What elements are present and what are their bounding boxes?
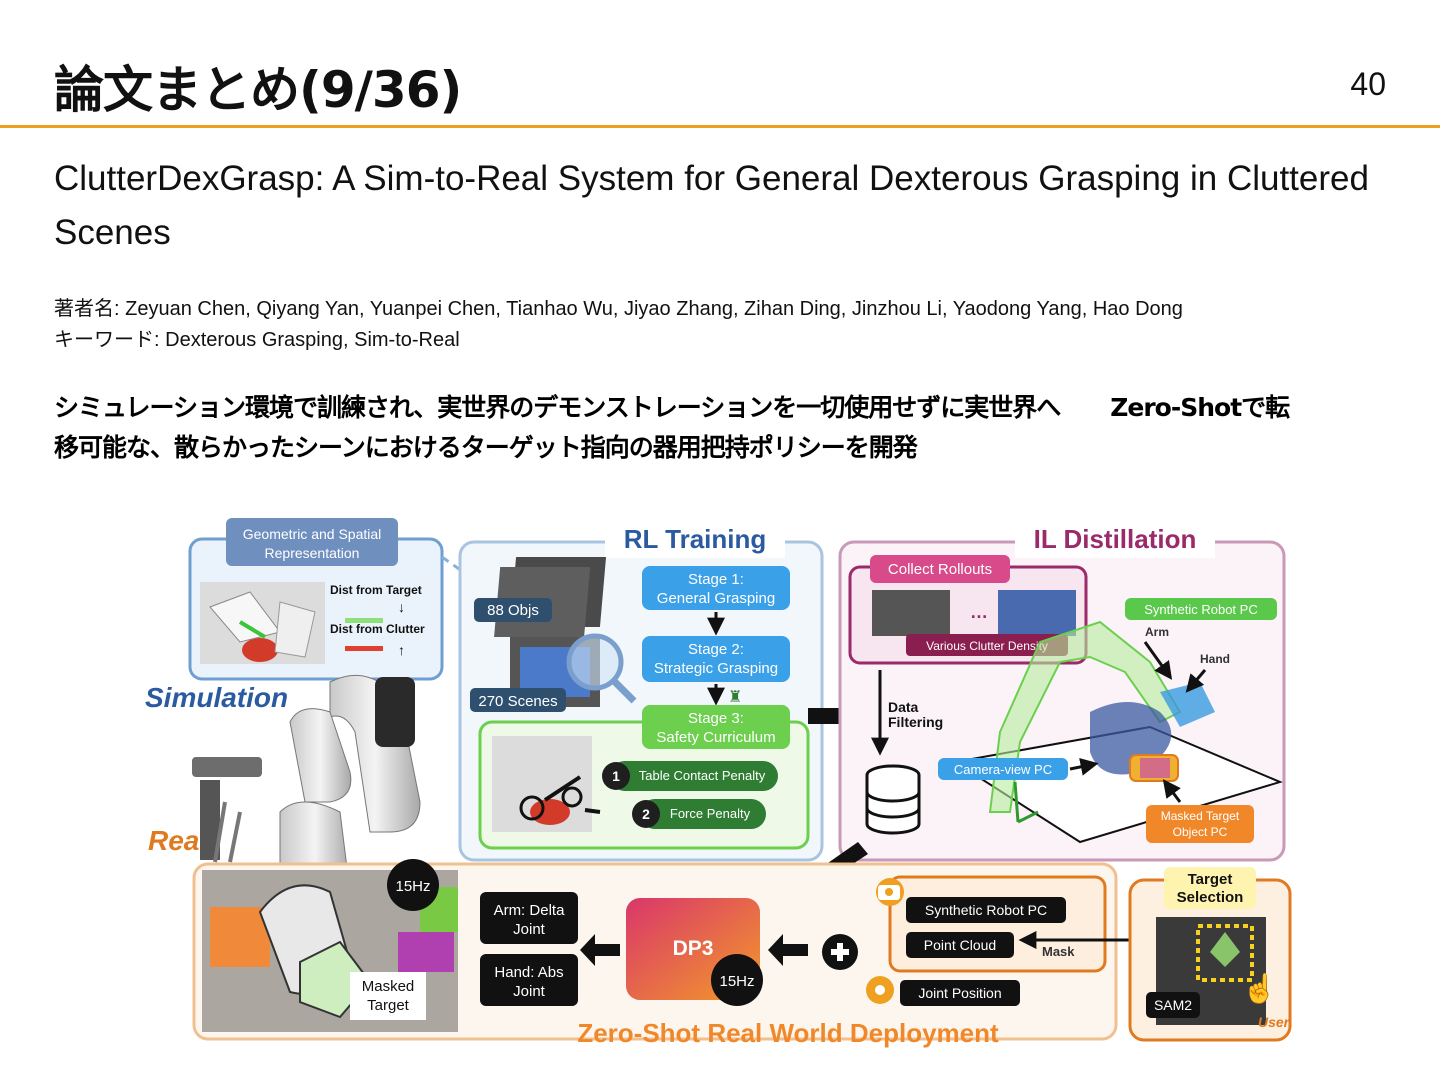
il-distillation-panel: IL Distillation Collect Rollouts … Vario…	[838, 522, 1286, 862]
table-contact-penalty-box	[610, 761, 778, 791]
pointer-hand-icon: ☝	[1242, 971, 1277, 1005]
penalty-1-number: 1	[612, 768, 620, 784]
data-filtering-label-2: Filtering	[888, 714, 943, 730]
arrow-left-icon-1	[580, 934, 620, 966]
masked-target-pc-label-1: Masked Target	[1161, 809, 1240, 823]
summary-line-1-b: Zero-Shotで転	[1110, 393, 1290, 422]
keywords-list: Dexterous Grasping, Sim-to-Real	[165, 329, 460, 351]
rl-training-panel: RL Training 88 Objs 270 Scenes Stage 1: …	[458, 522, 824, 862]
simulation-label: Simulation	[145, 682, 288, 713]
clutter-density-label: Various Clutter Density	[926, 639, 1048, 653]
arm-label: Arm	[1145, 625, 1169, 639]
rl-training-title: RL Training	[624, 524, 767, 554]
stage-3-subtitle: Safety Curriculum	[656, 729, 775, 746]
stage-2-box	[642, 636, 790, 682]
hand-label: Hand	[1200, 652, 1230, 666]
database-icon	[865, 764, 921, 835]
magnifier-icon	[566, 633, 624, 691]
title-divider	[0, 125, 1440, 128]
clutter-color-swatch	[345, 646, 383, 651]
svg-text:…: …	[970, 602, 988, 622]
masked-target-pc-label-2: Object PC	[1173, 825, 1228, 839]
synthetic-robot-pc-bottom-label: Synthetic Robot PC	[925, 902, 1047, 918]
stage-3-box	[642, 705, 790, 749]
masked-target-label-2: Target	[367, 997, 410, 1014]
arm-delta-label-1: Arm: Delta	[494, 902, 566, 919]
real-label: Real	[148, 825, 208, 856]
collect-rollouts-label: Collect Rollouts	[888, 561, 992, 578]
data-filtering-label-1: Data	[888, 699, 919, 715]
synthetic-robot-pc-top-label: Synthetic Robot PC	[1144, 602, 1257, 617]
geometric-representation-panel: Geometric and Spatial Representation Dis…	[188, 518, 444, 681]
penalty-2-number: 2	[642, 806, 650, 822]
deployment-panel: 15Hz Masked Target Arm: Delta Joint Hand…	[192, 859, 1135, 1048]
dist-clutter-label: Dist from Clutter	[330, 622, 425, 636]
robot-icon: ♜	[728, 689, 742, 706]
arrow-down-icon: ↓	[398, 599, 405, 615]
dp3-frequency-badge: 15Hz	[719, 973, 754, 990]
summary-line-1: シミュレーション環境で訓練され、実世界のデモンストレーションを一切使用せずに実世…	[54, 388, 1374, 424]
keywords-line: キーワード: Dexterous Grasping, Sim-to-Real	[54, 323, 460, 352]
stage-1-subtitle: General Grasping	[657, 590, 775, 607]
arrow-left-icon-2	[768, 934, 808, 966]
page-number: 40	[1350, 66, 1386, 102]
sam2-label: SAM2	[1154, 997, 1192, 1013]
point-cloud-label: Point Cloud	[924, 937, 996, 953]
deployment-title: Zero-Shot Real World Deployment	[577, 1018, 999, 1048]
user-label: User	[1258, 1014, 1291, 1030]
mask-label: Mask	[1042, 944, 1075, 959]
target-color-swatch	[345, 618, 383, 623]
authors-list: Zeyuan Chen, Qiyang Yan, Yuanpei Chen, T…	[125, 298, 1183, 320]
system-overview-figure: Geometric and Spatial Representation Dis…	[140, 512, 1300, 1052]
dist-target-label: Dist from Target	[330, 583, 422, 597]
geo-box-label-2: Representation	[265, 545, 360, 561]
camera-view-pc-label: Camera-view PC	[954, 762, 1052, 777]
il-distillation-title: IL Distillation	[1034, 524, 1197, 554]
stage-1-title: Stage 1:	[688, 571, 744, 588]
arm-delta-label-2: Joint	[513, 921, 546, 938]
authors-line: 著者名: Zeyuan Chen, Qiyang Yan, Yuanpei Ch…	[54, 292, 1183, 321]
masked-target-label-1: Masked	[362, 978, 415, 995]
authors-label: 著者名:	[54, 298, 120, 320]
scenes-badge: 270 Scenes	[478, 693, 557, 710]
stage-2-subtitle: Strategic Grasping	[654, 660, 778, 677]
objs-badge: 88 Objs	[487, 602, 539, 619]
stage-2-title: Stage 2:	[688, 641, 744, 658]
geo-box-label-1: Geometric and Spatial	[243, 526, 382, 542]
summary-line-1-a: シミュレーション環境で訓練され、実世界のデモンストレーションを一切使用せずに実世…	[54, 393, 1061, 422]
target-selection-panel: Target Selection ☝ SAM2 User	[1128, 867, 1292, 1042]
target-selection-label-2: Selection	[1177, 889, 1244, 906]
target-object	[242, 638, 278, 662]
joint-position-label: Joint Position	[918, 985, 1001, 1001]
slide-title: 論文まとめ(9/36)	[54, 61, 462, 119]
penalty-1-label: Table Contact Penalty	[639, 768, 766, 783]
force-penalty-box	[640, 799, 766, 829]
stage-1-box	[642, 566, 790, 610]
hand-abs-label-1: Hand: Abs	[494, 964, 563, 981]
hand-abs-label-2: Joint	[513, 983, 546, 1000]
summary-line-2: 移可能な、散らかったシーンにおけるターゲット指向の器用把持ポリシーを開発	[54, 433, 918, 462]
stage-3-title: Stage 3:	[688, 710, 744, 727]
target-selection-label-1: Target	[1188, 871, 1233, 888]
penalty-2-label: Force Penalty	[670, 806, 751, 821]
arrow-up-icon: ↑	[398, 642, 405, 658]
paper-title: ClutterDexGrasp: A Sim-to-Real System fo…	[54, 159, 1369, 252]
left-frequency-badge: 15Hz	[395, 878, 430, 895]
dp3-label: DP3	[673, 937, 714, 960]
keywords-label: キーワード:	[54, 329, 160, 351]
